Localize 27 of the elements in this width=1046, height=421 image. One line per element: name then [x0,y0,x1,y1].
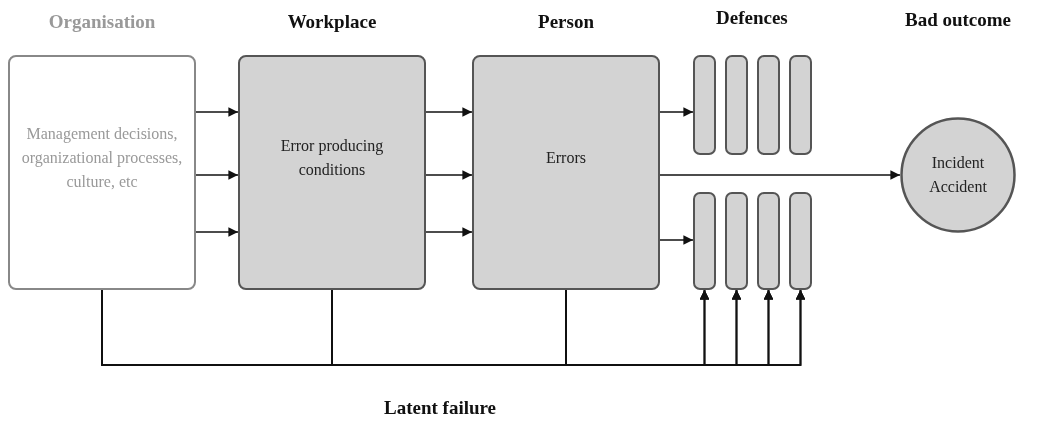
arrow [195,170,239,180]
defence-bar [693,192,716,290]
arrow [425,107,473,117]
arrow [425,227,473,237]
arrow [659,107,694,117]
arrow [195,227,239,237]
column-heading: Bad outcome [903,9,1013,31]
defence-bar [789,192,812,290]
arrow [659,235,694,245]
node-text: Error producing conditions [279,135,385,180]
defence-bar [757,55,780,155]
node-text: Errors [545,147,587,168]
defence-bar [757,192,780,290]
column-heading: Defences [716,7,788,29]
arrow [659,170,901,180]
node-text: Incident Accident [928,153,988,197]
defence-bar [789,55,812,155]
column-heading: Workplace [286,11,378,33]
node-text: Management decisions, organizational processes, culture, etc [20,123,184,192]
defence-bar [725,55,748,155]
column-heading: Organisation [47,11,157,33]
arrow [195,107,239,117]
arrow [425,170,473,180]
defence-bar [693,55,716,155]
column-heading: Person [537,11,595,33]
axis-caption: Latent failure [384,397,497,419]
defence-bar [725,192,748,290]
